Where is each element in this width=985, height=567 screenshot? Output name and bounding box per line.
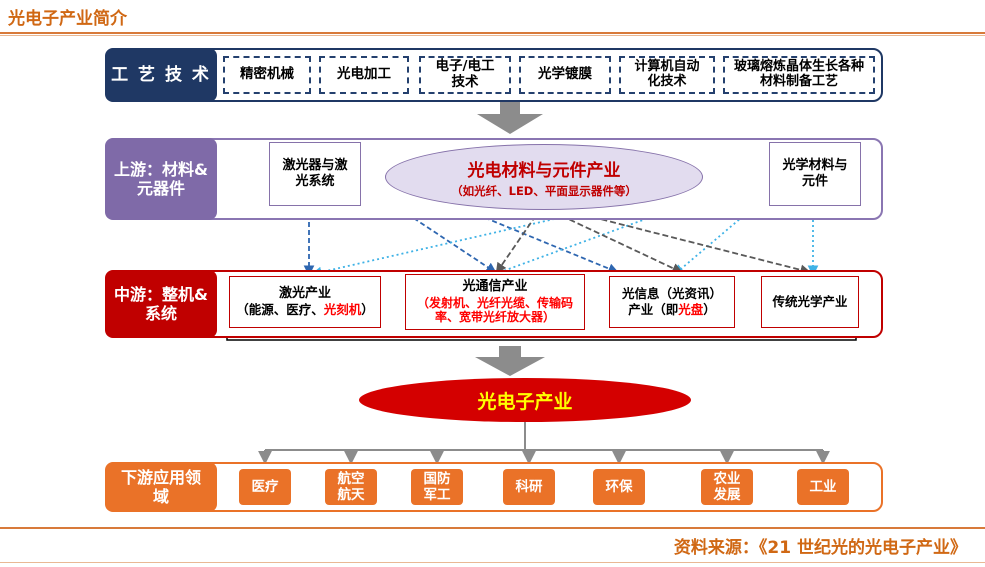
flow-arrow-midstream-to-core: [475, 346, 545, 376]
industry-diagram: 工 艺 技 术 精密机械 光电加工 电子/电工技术 光学镀膜 计算机自动化技术 …: [97, 44, 889, 520]
core-industry-ellipse: 光电子产业: [359, 378, 691, 422]
laser-industry-box: 激光产业 （能源、医疗、光刻机）: [229, 276, 381, 328]
downstream-item-medical: 医疗: [239, 469, 291, 505]
craft-item-electronics: 电子/电工技术: [419, 56, 511, 94]
optical-info-line2-suffix: ）: [703, 302, 716, 317]
downstream-row: [105, 462, 883, 512]
downstream-item-aerospace: 航空航天: [325, 469, 377, 505]
page-title: 光电子产业简介: [8, 9, 127, 29]
footer-divider: [0, 527, 985, 529]
laser-industry-title: 激光产业: [278, 286, 331, 302]
optical-materials-box: 光学材料与元件: [769, 142, 861, 206]
optical-comm-box: 光通信产业 （发射机、光纤光缆、传输码率、宽带光纤放大器）: [405, 274, 585, 330]
source-note: 资料来源：《21 世纪光的光电子产业》: [673, 538, 967, 558]
optical-info-box: 光信息（光资讯） 产业（即光盘）: [609, 276, 735, 328]
craft-item-optoelectronic-processing: 光电加工: [319, 56, 409, 94]
materials-ellipse: 光电材料与元件产业 （如光纤、LED、平面显示器件等）: [385, 144, 703, 210]
flow-arrow-craft-to-upstream: [477, 102, 543, 134]
materials-subtitle: （如光纤、LED、平面显示器件等）: [451, 183, 637, 198]
header-divider-thin: [0, 35, 985, 36]
traditional-optics-box: 传统光学产业: [761, 276, 859, 328]
midstream-label: 中游：整机&系统: [105, 270, 217, 338]
downstream-item-agriculture: 农业发展: [701, 469, 753, 505]
materials-title: 光电材料与元件产业: [467, 160, 621, 181]
laser-industry-sub-prefix: （能源、医疗、: [236, 302, 324, 318]
downstream-item-research: 科研: [503, 469, 555, 505]
optical-info-line2-prefix: 产业（即: [628, 302, 679, 317]
craft-item-automation: 计算机自动化技术: [619, 56, 715, 94]
craft-item-optical-coating: 光学镀膜: [519, 56, 611, 94]
laser-system-box: 激光器与激光系统: [269, 142, 361, 206]
optical-info-line1: 光信息（光资讯）: [621, 286, 722, 302]
optical-comm-sub: （发射机、光纤光缆、传输码率、宽带光纤放大器）: [416, 295, 573, 325]
lithography-highlight: 光刻机: [323, 302, 362, 318]
header-divider: [0, 32, 985, 34]
craft-label: 工 艺 技 术: [105, 48, 217, 102]
optical-comm-title: 光通信产业: [462, 279, 528, 295]
laser-industry-sub-suffix: ）: [361, 302, 374, 318]
downstream-label: 下游应用领域: [105, 462, 217, 512]
craft-item-materials-preparation: 玻璃熔炼晶体生长各种材料制备工艺: [723, 56, 875, 94]
downstream-item-industry: 工业: [797, 469, 849, 505]
footer-divider-thin: [0, 562, 985, 563]
downstream-item-defense: 国防军工: [411, 469, 463, 505]
page-header: 光电子产业简介: [0, 0, 985, 36]
downstream-item-environment: 环保: [593, 469, 645, 505]
upstream-label: 上游：材料&元器件: [105, 138, 217, 220]
craft-item-precision-machinery: 精密机械: [223, 56, 311, 94]
optical-disc-highlight: 光盘: [678, 302, 704, 317]
